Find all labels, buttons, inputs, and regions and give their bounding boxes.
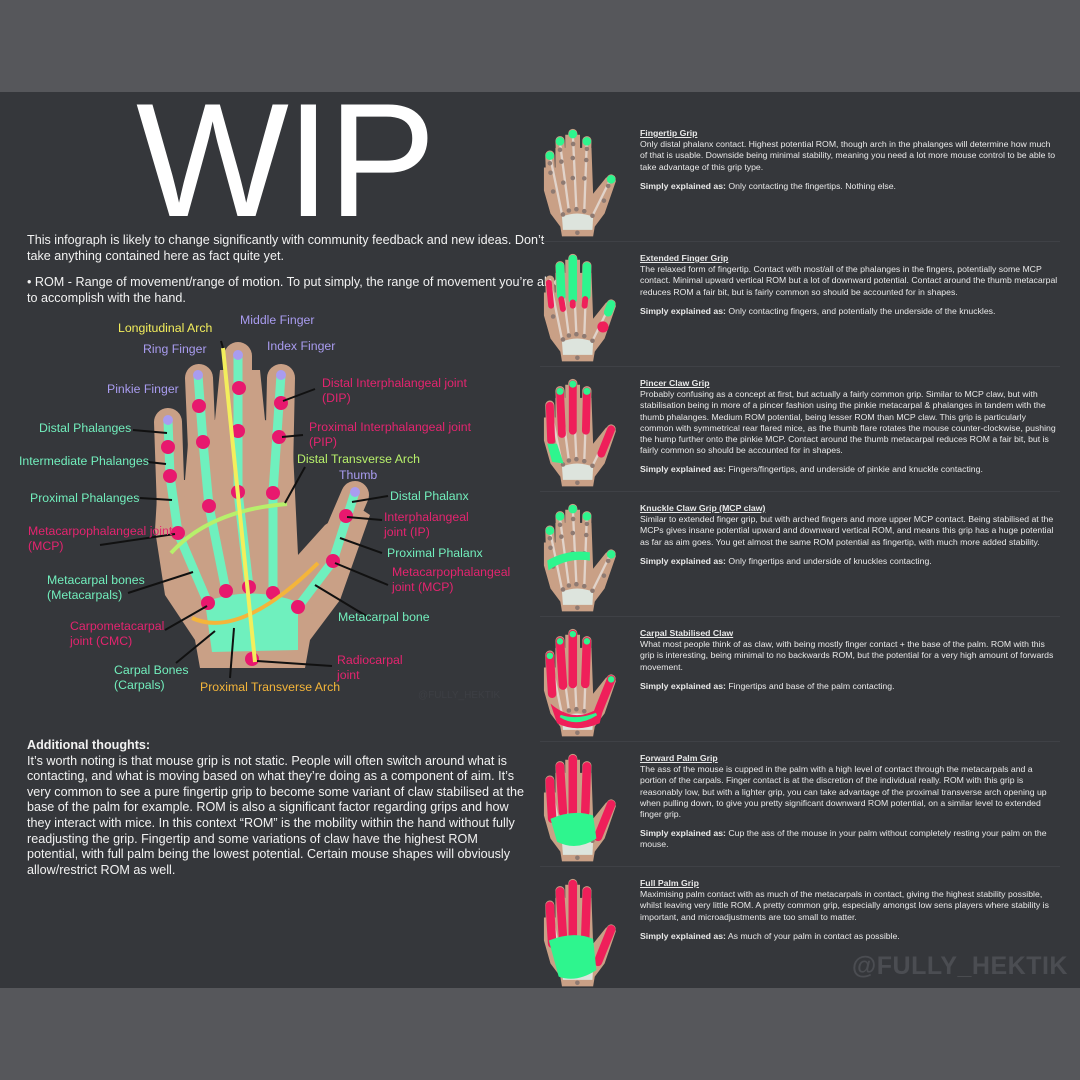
simply-label: Simply explained as: xyxy=(640,555,726,566)
label-metacarpals: Metacarpal bones (Metacarpals) xyxy=(47,573,145,602)
disclaimer-text: This infograph is likely to change signi… xyxy=(27,233,545,263)
knuckle-claw-hand-icon xyxy=(540,495,620,617)
simply-label: Simply explained as: xyxy=(640,180,726,191)
label-radiocarpal: Radiocarpal joint xyxy=(337,653,403,682)
divider xyxy=(540,241,1060,242)
label-intermediate-phalanges: Intermediate Phalanges xyxy=(19,454,149,468)
rom-definition: • ROM - Range of movement/range of motio… xyxy=(27,275,561,305)
label-proximal-phalanges: Proximal Phalanges xyxy=(30,491,140,505)
grip-description: Similar to extended finger grip, but wit… xyxy=(640,514,1054,547)
grip-description: Maximising palm contact with as much of … xyxy=(640,889,1049,922)
grip-description: The relaxed form of fingertip. Contact w… xyxy=(640,264,1058,297)
simply-label: Simply explained as: xyxy=(640,828,726,839)
divider xyxy=(540,366,1060,367)
top-band xyxy=(0,0,1080,92)
longitudinal-arch xyxy=(221,347,257,663)
full-palm-hand-icon xyxy=(540,870,620,992)
fingertip-hand-icon xyxy=(540,120,620,242)
grip-title: Pincer Claw Grip xyxy=(640,378,710,388)
label-mcp-right: Metacarpophalangeal joint (MCP) xyxy=(392,565,511,594)
grip-title: Forward Palm Grip xyxy=(640,753,718,763)
grip-description: What most people think of as claw, with … xyxy=(640,639,1054,672)
author-watermark: @FULLY_HEKTIK xyxy=(851,952,1068,980)
label-ip: Interphalangeal joint (IP) xyxy=(384,510,469,539)
divider xyxy=(540,491,1060,492)
simply-label: Simply explained as: xyxy=(640,464,726,475)
simply-label: Simply explained as: xyxy=(640,680,726,691)
fingertips xyxy=(163,350,360,497)
label-index-finger: Index Finger xyxy=(267,339,336,353)
label-dip: Distal Interphalangeal joint (DIP) xyxy=(322,376,467,405)
additional-thoughts-body: It’s worth noting is that mouse grip is … xyxy=(27,753,524,877)
label-cmc: Carpometacarpal joint (CMC) xyxy=(70,619,165,648)
label-ring-finger: Ring Finger xyxy=(143,342,207,356)
label-middle-finger: Middle Finger xyxy=(240,313,315,327)
grip-knuckle-claw: Knuckle Claw Grip (MCP claw)Similar to e… xyxy=(540,491,1080,619)
grip-title: Fingertip Grip xyxy=(640,128,698,138)
additional-thoughts-heading: Additional thoughts: xyxy=(27,738,151,752)
proximal-transverse-arch xyxy=(191,561,320,625)
label-thumb: Thumb xyxy=(339,468,378,482)
divider xyxy=(540,616,1060,617)
distal-transverse-arch xyxy=(169,502,288,555)
leader-lines xyxy=(99,340,389,679)
label-pip: Proximal Interphalangeal joint (PIP) xyxy=(309,420,472,449)
grip-title: Full Palm Grip xyxy=(640,878,699,888)
pincer-claw-hand-icon xyxy=(540,370,620,492)
label-metacarpal-bone: Metacarpal bone xyxy=(338,610,430,624)
label-proximal-transverse-arch: Proximal Transverse Arch xyxy=(200,680,341,694)
intro: This infograph is likely to change signi… xyxy=(27,232,567,306)
label-carpals: Carpal Bones (Carpals) xyxy=(114,663,189,692)
page-title: WIP xyxy=(136,70,436,251)
grip-summary: Only fingertips and underside of knuckle… xyxy=(728,555,932,566)
grip-title: Extended Finger Grip xyxy=(640,253,729,263)
grip-summary: As much of your palm in contact as possi… xyxy=(727,930,900,941)
label-distal-phalanges: Distal Phalanges xyxy=(39,421,132,435)
grip-description: The ass of the mouse is cupped in the pa… xyxy=(640,764,1047,820)
grip-summary: Only contacting the fingertips. Nothing … xyxy=(728,180,896,191)
carpal-claw-hand-icon xyxy=(540,620,620,742)
label-distal-phalanx: Distal Phalanx xyxy=(390,489,469,503)
label-longitudinal-arch: Longitudinal Arch xyxy=(118,321,213,335)
simply-label: Simply explained as: xyxy=(640,930,726,941)
label-proximal-phalanx: Proximal Phalanx xyxy=(387,546,483,560)
grip-description: Probably confusing as a concept at first… xyxy=(640,389,1056,456)
simply-label: Simply explained as: xyxy=(640,305,726,316)
grip-description: Only distal phalanx contact. Highest pot… xyxy=(640,139,1056,172)
divider xyxy=(540,741,1060,742)
grip-title: Carpal Stabilised Claw xyxy=(640,628,734,638)
label-pinkie-finger: Pinkie Finger xyxy=(107,382,179,396)
label-mcp-left: Metacarpophalangeal joint (MCP) xyxy=(28,524,173,553)
grip-summary: Cup the ass of the mouse in your palm wi… xyxy=(640,828,1047,850)
extended-finger-hand-icon xyxy=(540,245,620,367)
grip-summary: Fingers/fingertips, and underside of pin… xyxy=(728,464,983,475)
grip-title: Knuckle Claw Grip (MCP claw) xyxy=(640,503,766,513)
forward-palm-hand-icon xyxy=(540,745,620,867)
grip-summary: Only contacting fingers, and potentially… xyxy=(728,305,996,316)
grip-summary: Fingertips and base of the palm contacti… xyxy=(728,680,895,691)
label-distal-transverse-arch: Distal Transverse Arch xyxy=(297,452,421,466)
faint-watermark: @FULLY_HEKTIK xyxy=(418,690,501,701)
divider xyxy=(540,866,1060,867)
bottom-band xyxy=(0,988,1080,1080)
additional-thoughts: Additional thoughts: It’s worth noting i… xyxy=(27,738,527,878)
